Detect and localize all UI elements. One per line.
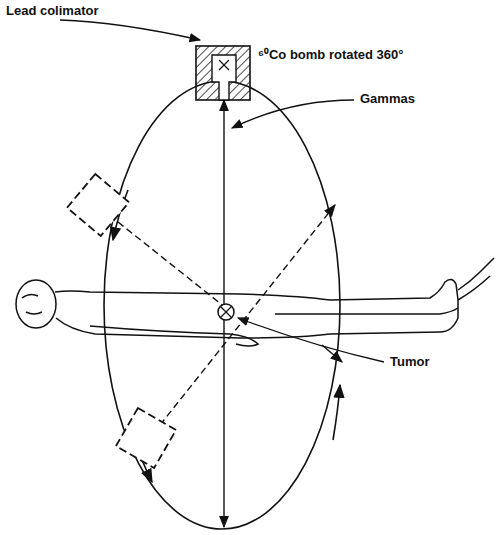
lead-collimator bbox=[196, 46, 250, 100]
gamma-beam-dashed bbox=[160, 205, 335, 425]
leader-line bbox=[60, 20, 200, 40]
source-position bbox=[67, 174, 129, 236]
gamma-beam-dashed bbox=[118, 222, 226, 308]
label: Lead colimator bbox=[4, 4, 100, 18]
label: ⁶⁰Co bomb rotated 360° bbox=[256, 48, 405, 62]
leader-line bbox=[238, 318, 384, 362]
orbit bbox=[104, 81, 340, 529]
label: Tumor bbox=[388, 355, 431, 369]
tumor-symbol bbox=[218, 304, 234, 320]
patient bbox=[16, 258, 494, 346]
source-position bbox=[116, 408, 176, 468]
orbit-arrow bbox=[333, 385, 340, 440]
leader-line bbox=[232, 100, 354, 128]
rotation-arrow bbox=[322, 345, 342, 362]
label: Gammas bbox=[358, 92, 417, 106]
